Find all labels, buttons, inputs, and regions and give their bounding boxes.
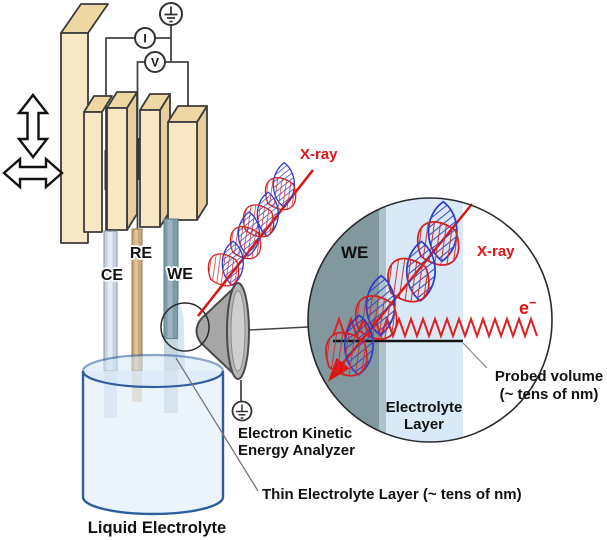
xray-beam-main	[191, 151, 322, 317]
ground-icon-analyzer	[231, 400, 253, 422]
holder-plate-1	[83, 95, 113, 233]
thin-layer-leader-line	[175, 357, 259, 492]
ce-contact-rod	[104, 150, 108, 190]
beaker-rim-front	[82, 370, 224, 388]
holder-plate-4	[167, 105, 208, 221]
liquid-electrolyte-label: Liquid Electrolyte	[88, 519, 226, 537]
cone-aperture	[230, 290, 246, 372]
probed-volume-leader	[462, 342, 488, 369]
ammeter-label: I	[143, 32, 146, 46]
ce-electrode	[103, 230, 118, 372]
electrode-holder-plates	[60, 3, 208, 244]
inset-circle-outline	[307, 197, 553, 443]
thin-electrolyte-layer-label: Thin Electrolyte Layer (~ tens of nm)	[262, 486, 522, 503]
motion-arrow-horizontal-icon	[2, 156, 64, 190]
inset-connector-line	[248, 326, 309, 331]
voltmeter-icon: V	[144, 51, 166, 73]
manipulator-arrows	[2, 93, 64, 190]
liquid-fill	[83, 371, 223, 514]
magnifier-circle-small	[160, 302, 210, 352]
electrolyte-layer-label-2: Layer	[404, 416, 444, 433]
we-label: WE	[167, 266, 193, 283]
electrolyte-layer-label-1: Electrolyte	[386, 399, 463, 416]
holder-plate-3	[139, 93, 171, 228]
we-wire	[165, 61, 189, 107]
electron-label: e−	[519, 295, 537, 318]
motion-arrow-vertical-icon	[16, 93, 50, 159]
analyzer-label-2: Energy Analyzer	[238, 442, 355, 459]
ground-wire	[155, 25, 172, 62]
labels-layer: CE RE WE X-ray Electron Kinetic Energy A…	[88, 146, 522, 537]
inset-magnified-view: WE X-ray e− Electrolyte Layer Probed vol…	[302, 187, 603, 443]
thin-electrolyte-film	[178, 300, 185, 370]
analyzer-label-1: Electron Kinetic	[238, 425, 352, 442]
inset-xray-label: X-ray	[477, 243, 515, 260]
electron-analyzer-cone	[195, 281, 253, 422]
beaker	[81, 353, 225, 516]
holder-plate-2	[106, 91, 138, 231]
probed-volume-label-1: Probed volume	[495, 368, 603, 385]
probed-volume-label-2: (~ tens of nm)	[500, 386, 599, 403]
ce-label: CE	[101, 267, 124, 284]
voltmeter-label: V	[151, 56, 159, 70]
ammeter-icon: I	[134, 27, 156, 49]
beaker-wall	[81, 371, 225, 516]
we-electrode	[163, 218, 185, 370]
xray-label-main: X-ray	[300, 146, 338, 163]
electrodes	[103, 218, 185, 372]
ground-icon	[159, 2, 183, 26]
re-label: RE	[130, 245, 153, 262]
inset-we-label: WE	[341, 243, 368, 262]
